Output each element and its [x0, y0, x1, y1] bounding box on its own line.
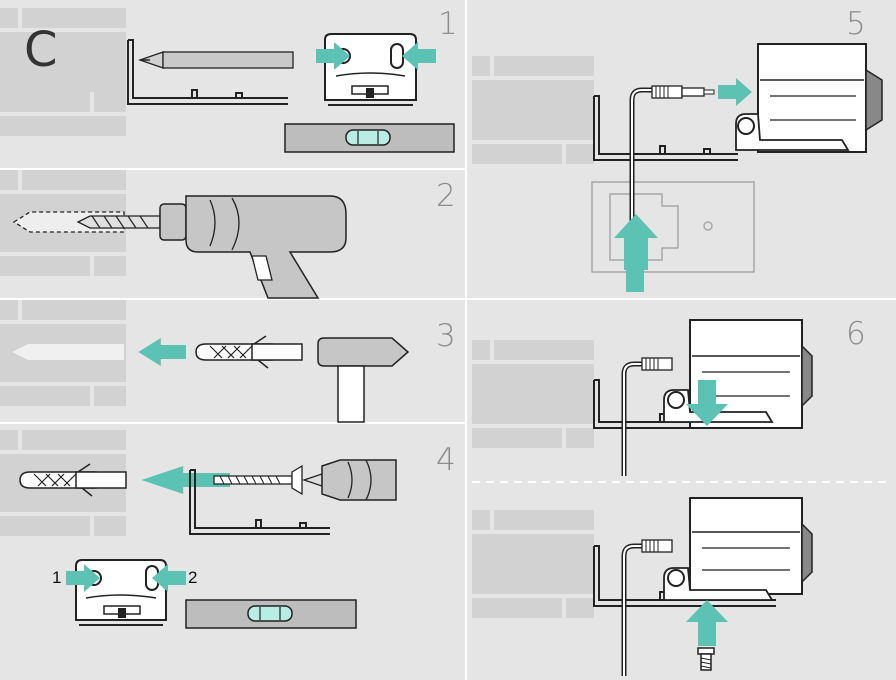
bracket-icon-4 [189, 469, 330, 535]
step-number-1: 1 [438, 6, 458, 42]
drill-icon [76, 195, 347, 299]
section-letter: C [24, 22, 58, 78]
camera-icon-5 [735, 43, 883, 153]
wall-bricks-1 [0, 8, 126, 136]
wall-bricks-6a [472, 340, 594, 448]
step-number-2: 2 [436, 178, 456, 214]
wall-bricks-5 [472, 56, 594, 164]
arrow-icon-3 [138, 338, 186, 366]
arrow-icon-6-down [686, 380, 728, 426]
screw-icon-6 [697, 647, 715, 671]
bracket-icon-1 [127, 39, 288, 105]
hole-label-1: 1 [52, 568, 62, 587]
mount-plate-4 [66, 559, 186, 626]
hole-label-2: 2 [188, 568, 198, 587]
bracket-icon-5 [593, 95, 738, 161]
camera-icon-6a [663, 319, 813, 429]
cable-icon-6b [621, 539, 673, 676]
cable-icon-6a [621, 357, 673, 476]
arrow-icon-6-up [686, 600, 728, 646]
cable-icon-5 [629, 85, 715, 290]
spirit-level-icon-4 [185, 599, 357, 629]
wall-bricks-6b [472, 510, 594, 618]
step-number-6: 6 [846, 316, 866, 352]
hammer-icon [317, 337, 410, 423]
step-number-5: 5 [846, 6, 866, 42]
arrow-icon-5-right [718, 78, 752, 106]
mount-plate-1 [316, 33, 436, 106]
step-number-3: 3 [436, 318, 456, 354]
wall-hole-3 [12, 344, 124, 360]
wall-plug-icon-3 [195, 335, 303, 369]
camera-icon-6b [663, 497, 813, 601]
screw-icon-4 [213, 464, 323, 496]
arrow-icon-5-up [614, 214, 658, 292]
pencil-icon [138, 51, 294, 69]
wall-plate-outline-5 [591, 181, 755, 273]
spirit-level-icon-1 [284, 123, 455, 153]
drill-icon-4 [321, 459, 397, 501]
step-number-4: 4 [436, 442, 456, 478]
wall-plug-icon-4 [19, 463, 127, 497]
